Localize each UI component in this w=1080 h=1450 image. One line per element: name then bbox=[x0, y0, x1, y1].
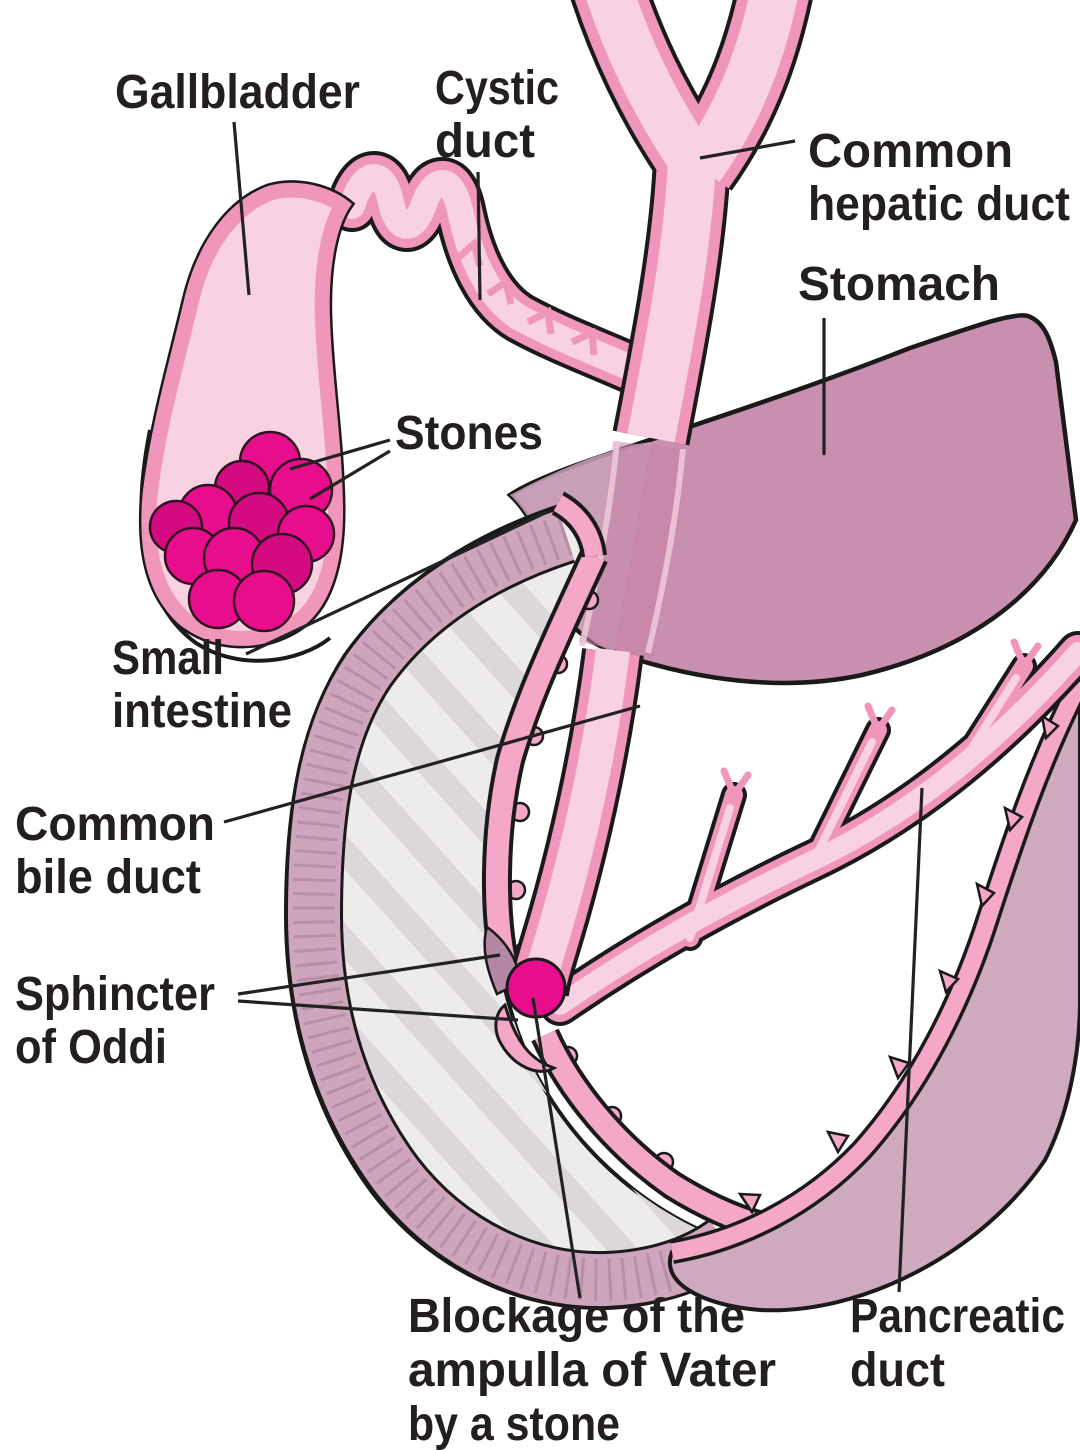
leader-pancreatic-duct bbox=[897, 787, 924, 1293]
leader-common-hepatic-duct bbox=[699, 139, 796, 160]
leader-common-bile-duct bbox=[223, 704, 641, 824]
leader-stones-2 bbox=[309, 449, 391, 501]
labels: Gallbladder Cystic duct Common hepatic d… bbox=[15, 62, 1070, 1450]
pancreas-border-spikes bbox=[737, 713, 1060, 1215]
pancreatic-duct bbox=[539, 631, 1080, 1026]
label-blockage-line1: Blockage of the bbox=[408, 1290, 745, 1343]
label-pancreatic-duct-line1: Pancreatic bbox=[850, 1290, 1065, 1343]
label-cystic-duct-line2: duct bbox=[435, 115, 535, 168]
label-stones: Stones bbox=[395, 407, 543, 460]
gallstones bbox=[148, 430, 336, 633]
leader-stones-1 bbox=[289, 438, 391, 471]
leader-gallbladder bbox=[232, 121, 251, 296]
pancreas bbox=[668, 676, 1080, 1313]
label-common-hepatic-duct-line2: hepatic duct bbox=[808, 178, 1070, 231]
label-blockage-line2: ampulla of Vater bbox=[408, 1344, 776, 1397]
leader-cystic-duct bbox=[476, 171, 482, 301]
label-gallbladder: Gallbladder bbox=[115, 66, 360, 119]
label-sphincter-of-oddi-line1: Sphincter bbox=[15, 968, 215, 1021]
common-hepatic-duct bbox=[570, 0, 813, 446]
intestine-wall bbox=[284, 507, 744, 1310]
leader-blockage bbox=[531, 997, 582, 1299]
label-common-hepatic-duct-line1: Common bbox=[808, 125, 1013, 178]
label-sphincter-of-oddi-line2: of Oddi bbox=[15, 1021, 167, 1074]
duodenal-papilla bbox=[494, 1002, 558, 1073]
leader-sphincter-2 bbox=[237, 999, 519, 1022]
leader-lines bbox=[223, 121, 924, 1299]
label-stomach: Stomach bbox=[798, 258, 1000, 311]
leader-sphincter-1 bbox=[237, 953, 501, 996]
label-common-bile-duct-line1: Common bbox=[15, 798, 215, 851]
leader-small-intestine bbox=[245, 510, 548, 656]
label-blockage-line3: by a stone bbox=[408, 1398, 620, 1450]
label-pancreatic-duct-line2: duct bbox=[850, 1344, 945, 1397]
label-small-intestine-line2: intestine bbox=[112, 685, 292, 738]
label-common-bile-duct-line2: bile duct bbox=[15, 851, 201, 904]
cystic-duct bbox=[326, 151, 670, 400]
pancreas-border bbox=[669, 676, 1080, 1264]
label-small-intestine-line1: Small bbox=[112, 632, 224, 685]
common-bile-duct bbox=[507, 647, 644, 997]
label-cystic-duct-line1: Cystic bbox=[435, 62, 559, 115]
